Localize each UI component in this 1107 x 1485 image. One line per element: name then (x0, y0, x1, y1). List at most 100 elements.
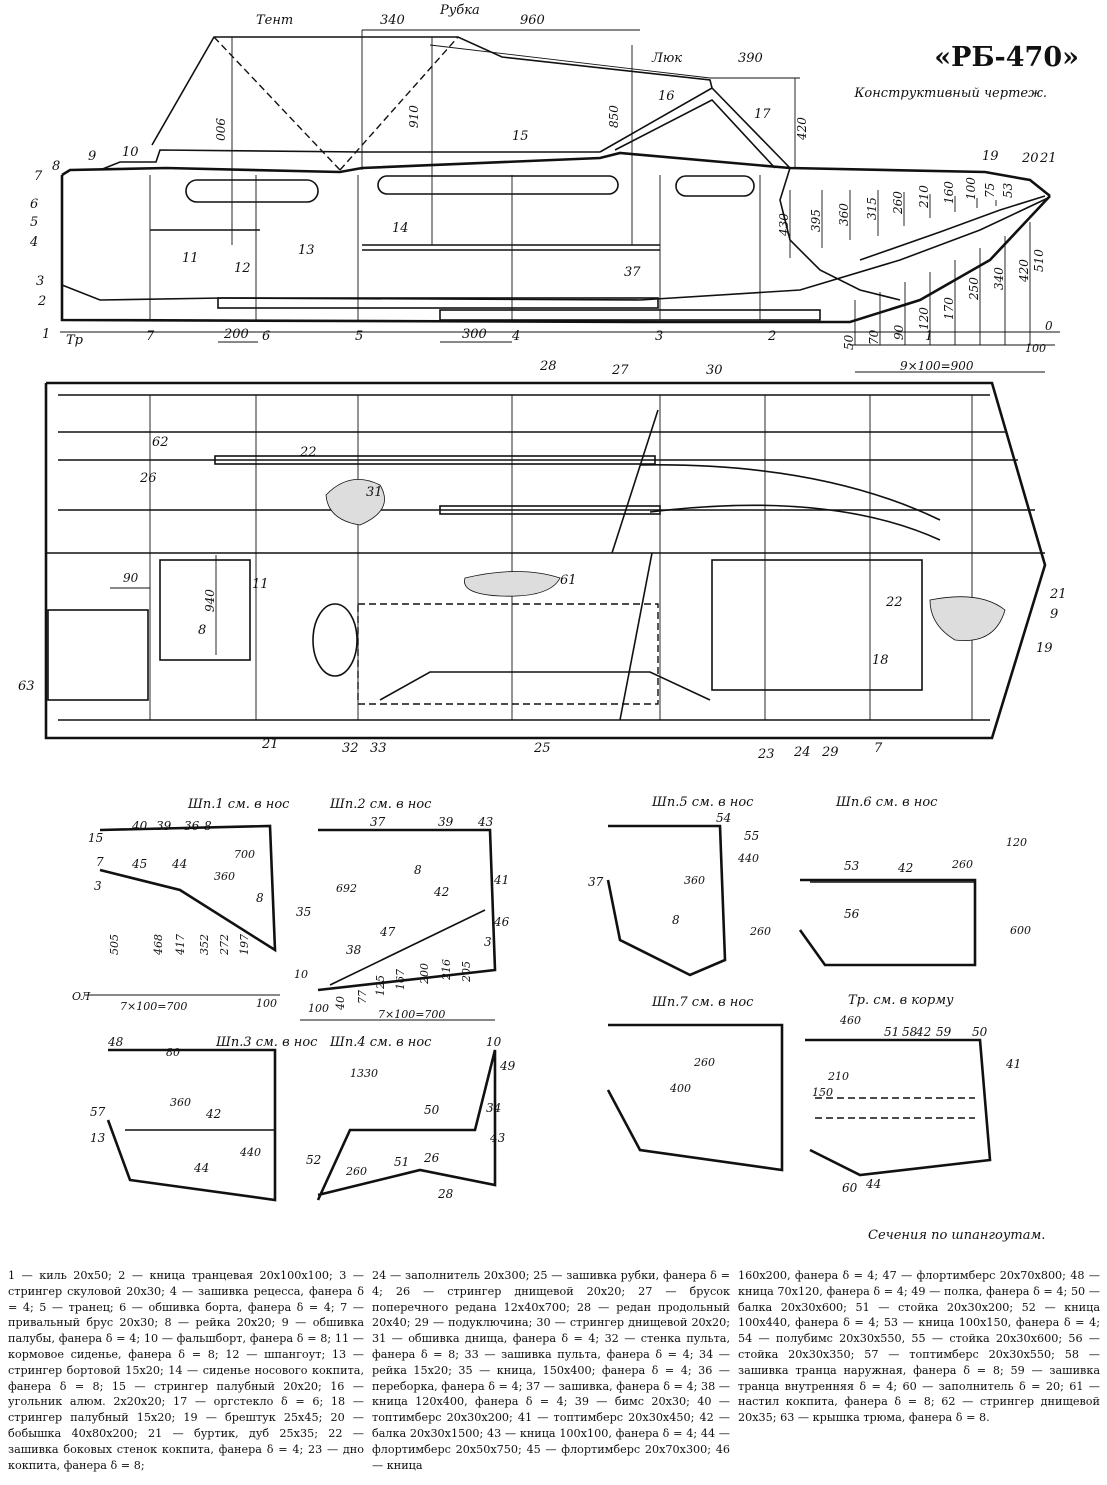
station-mark: 5 (355, 329, 363, 344)
part-callout: 39 (438, 815, 454, 829)
part-callout: 58 (902, 1025, 918, 1039)
label-stern: Тр (66, 333, 84, 348)
plan-seat (159, 559, 251, 661)
section-title: Тр. см. в корму (848, 993, 954, 1008)
part-callout: 10 (486, 1035, 502, 1049)
section-7-outline (606, 1023, 784, 1172)
plan-curve (639, 464, 941, 521)
part-callout: 23 (757, 747, 775, 762)
bow-height-label: 360 (837, 203, 851, 226)
section-dimension: 505 (108, 934, 121, 955)
part-callout: 19 (1036, 641, 1053, 656)
part-callout: 51 (884, 1025, 899, 1039)
part-callout: 12 (234, 261, 251, 276)
section-6-outline (798, 878, 977, 967)
dim-300: 300 (462, 327, 487, 342)
part-callout: 28 (437, 1187, 454, 1201)
section-2-outline (317, 828, 497, 992)
part-callout: 62 (152, 435, 169, 450)
dim-340: 340 (380, 13, 405, 28)
part-callout: 15 (88, 831, 103, 845)
section-dimension: 600 (1010, 924, 1031, 937)
part-callout: 36 (184, 819, 200, 833)
part-callout: 41 (493, 873, 509, 887)
station-mark: 4 (511, 329, 520, 344)
dim-850: 850 (607, 105, 621, 128)
plan-curve (649, 504, 941, 541)
part-callout: 27 (611, 363, 629, 378)
part-callout: 43 (477, 815, 494, 829)
part-callout: 55 (744, 829, 759, 843)
section-dimension: 120 (1006, 836, 1027, 849)
part-callout: 41 (1005, 1057, 1021, 1071)
section-dimension: 1330 (350, 1067, 378, 1080)
legend-column: 160х200, фанера δ = 4; 47 — флортимберс … (738, 1269, 1100, 1425)
part-callout: 8 (204, 819, 212, 833)
bow-offsets (789, 190, 1055, 373)
dim-200: 200 (223, 327, 249, 342)
part-callout: 17 (754, 107, 771, 122)
part-callout: 7 (874, 741, 883, 756)
section-dimension: 10 (294, 968, 308, 981)
part-callout: 8 (52, 159, 60, 174)
section-dimension: 700 (234, 848, 255, 861)
part-callout: 42 (205, 1107, 221, 1121)
dim-90: 90 (123, 571, 139, 585)
plan-wheel (312, 603, 358, 677)
section-dimension: ОЛ (72, 990, 91, 1003)
section-dimension: 80 (166, 1046, 180, 1059)
plan-hatch-cover (47, 609, 149, 701)
section-title: Шп.3 см. в нос (215, 1035, 318, 1050)
part-callout: 32 (342, 741, 359, 756)
part-callout: 39 (156, 819, 172, 833)
label-zero: 0 (1045, 319, 1053, 333)
part-callout: 3 (94, 879, 102, 893)
plan-cockpit-floor (379, 671, 711, 701)
part-callout: 51 (394, 1155, 409, 1169)
part-callout: 37 (370, 815, 386, 829)
label-tent: Тент (256, 13, 293, 28)
part-callout: 31 (366, 485, 383, 500)
part-callout: 20 (1021, 151, 1039, 166)
part-callout: 24 (793, 745, 811, 760)
section-dimension: 100 (256, 997, 277, 1010)
part-callout: 50 (972, 1025, 988, 1039)
section-dimension: 360 (170, 1096, 191, 1109)
tent-rib (429, 44, 711, 79)
section-dimension: 7×100=700 (120, 1000, 187, 1013)
bow-height-label: 75 (983, 183, 997, 198)
bow-height-label: 430 (777, 213, 791, 237)
station-mark: 3 (655, 329, 663, 344)
station-mark: 6 (262, 329, 270, 344)
bow-height-label: 250 (967, 277, 981, 301)
station-mark: 2 (767, 329, 776, 344)
label-hatch: Люк (651, 51, 682, 66)
plan-diagonal (619, 552, 653, 721)
bow-height-label: 420 (1017, 259, 1031, 283)
part-callout: 8 (256, 891, 264, 905)
section-dimension: 260 (693, 1056, 715, 1069)
side-view (60, 29, 1060, 373)
plan-view (44, 381, 1047, 740)
side-window (185, 179, 319, 203)
part-callout: 13 (90, 1131, 106, 1145)
part-callout: 21 (1049, 587, 1067, 602)
dim-910: 910 (407, 105, 421, 128)
part-callout: 34 (486, 1101, 501, 1115)
part-callout: 29 (821, 745, 839, 760)
bow-height-label: 53 (1001, 182, 1015, 198)
section-dimension: 440 (239, 1146, 261, 1159)
label-cabin: Рубка (439, 3, 480, 18)
dim-960: 960 (520, 13, 545, 28)
part-callout: 63 (18, 679, 35, 694)
section-title: Шп.6 см. в нос (835, 795, 938, 810)
plan-cutaway (325, 478, 385, 526)
bow-height-label: 340 (992, 267, 1006, 290)
section-dimension: 260 (345, 1165, 367, 1178)
plan-step (214, 455, 656, 465)
plan-cutaway (929, 596, 1006, 642)
section-dimension: 205 (460, 961, 473, 983)
